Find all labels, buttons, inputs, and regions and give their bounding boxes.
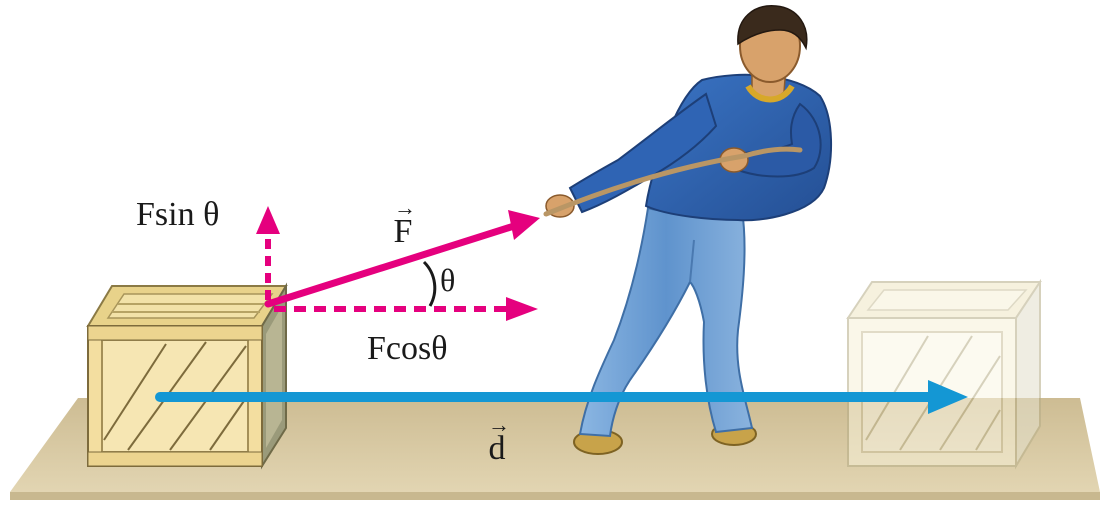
angle-arc [422,260,437,307]
force-vertical-component [256,206,280,300]
force-vector [264,210,540,308]
vector-arrow-icon: → [488,412,510,437]
vector-arrow-icon: → [394,195,416,220]
label-force-vector: → F [390,195,416,251]
label-displacement-vector: → d [484,412,510,468]
person-pulling-rope [545,5,832,455]
label-theta: θ [440,262,456,298]
label-f-cos-theta: Fcosθ [367,330,448,367]
crate-end [846,278,1042,470]
crate-start [86,282,288,470]
displacement-vector [155,380,968,414]
rope [543,146,803,217]
force-horizontal-component [274,297,538,321]
label-force-letter: F [393,213,413,251]
label-displacement-letter: d [488,430,506,468]
label-f-sin-theta: Fsin θ [136,196,220,233]
